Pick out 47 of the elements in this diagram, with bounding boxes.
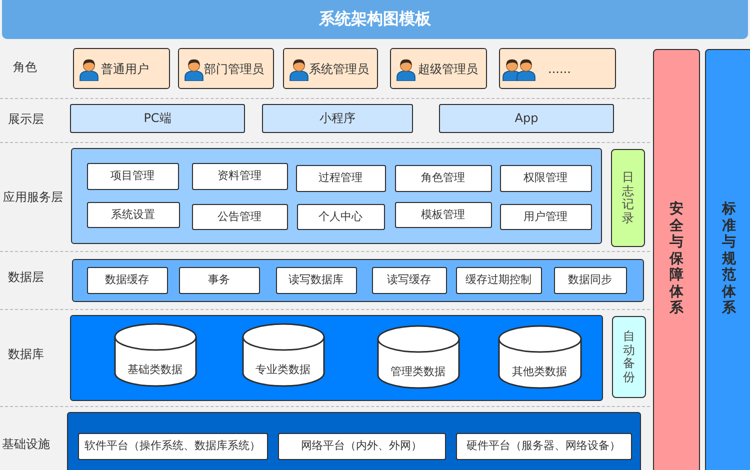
database-panel xyxy=(70,315,603,401)
module-box: 读写缓存 xyxy=(372,266,446,294)
module-box: 数据缓存 xyxy=(86,266,168,294)
layer-label: 数据层 xyxy=(8,270,44,284)
layer-label: 数据库 xyxy=(8,347,44,361)
security-column: 安全与保障体系 xyxy=(653,49,700,470)
standards-column: 标准与规范体系 xyxy=(705,49,750,470)
module-box: 个人中心 xyxy=(296,204,384,230)
layer-label: 应用服务层 xyxy=(3,190,63,204)
backup-box: 自动备份 xyxy=(612,316,646,398)
module-box: 系统设置 xyxy=(86,202,180,228)
module-box: 角色管理 xyxy=(394,164,492,192)
service-panel xyxy=(71,148,602,244)
display-box: App xyxy=(439,104,614,133)
platform-box: 软件平台（操作系统、数据库系统） xyxy=(78,432,268,460)
infrastructure-panel xyxy=(67,412,641,470)
log-box: 日志记录 xyxy=(611,149,645,247)
module-box: 用户管理 xyxy=(500,204,592,230)
layer-label: 展示层 xyxy=(8,112,44,126)
module-box: 公告管理 xyxy=(192,204,288,230)
title-banner: 系统架构图模板 xyxy=(2,0,748,39)
role-label: 超级管理员 xyxy=(418,62,478,76)
layer-label: 基础设施 xyxy=(2,437,50,451)
module-box: 数据同步 xyxy=(554,266,626,294)
module-box: 缓存过期控制 xyxy=(456,266,542,294)
display-box: 小程序 xyxy=(262,104,413,133)
role-box xyxy=(178,48,274,89)
role-label: ...... xyxy=(548,62,571,76)
module-box: 权限管理 xyxy=(500,164,592,192)
platform-box: 网络平台（内外、外网） xyxy=(278,432,446,460)
role-box xyxy=(73,48,170,89)
role-box xyxy=(390,48,487,89)
module-box: 事务 xyxy=(178,266,260,294)
module-box: 读写数据库 xyxy=(276,266,356,294)
module-box: 资料管理 xyxy=(192,162,288,190)
data-panel xyxy=(72,259,644,302)
module-box: 项目管理 xyxy=(86,162,178,190)
module-box: 过程管理 xyxy=(296,164,386,192)
role-box xyxy=(499,48,616,89)
display-box: PC端 xyxy=(70,104,245,133)
module-box: 模板管理 xyxy=(394,202,492,228)
role-label: 系统管理员 xyxy=(309,62,369,76)
layer-label: 角色 xyxy=(13,60,37,74)
platform-box: 硬件平台（服务器、网络设备） xyxy=(456,432,632,460)
role-label: 部门管理员 xyxy=(204,62,264,76)
role-label: 普通用户 xyxy=(101,62,149,76)
role-box xyxy=(283,48,378,89)
